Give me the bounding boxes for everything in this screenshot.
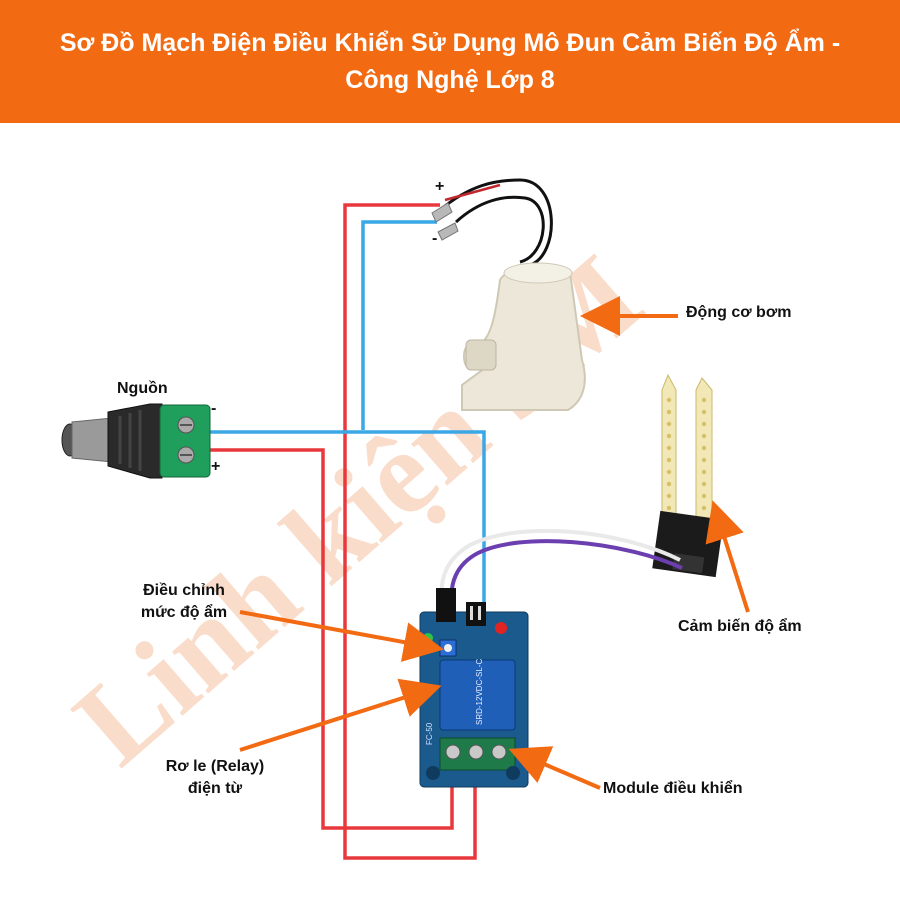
sensor-pad (701, 421, 707, 427)
board-code-text: FC-50 (425, 722, 434, 745)
arrow-adjust (239, 610, 444, 662)
arrow-module (508, 746, 601, 790)
sensor-pad (666, 481, 672, 487)
sensor-pad (701, 457, 707, 463)
sensor-pad (701, 433, 707, 439)
moisture-sensor (652, 373, 724, 578)
sensor-pad (701, 397, 707, 403)
sensor-wire-purple (449, 539, 683, 603)
sensor-pad (701, 409, 707, 415)
sensor-pad (701, 505, 707, 511)
callout-arrows (239, 296, 750, 790)
power-label: Nguồn (117, 380, 168, 397)
pump-motor (431, 178, 586, 411)
source-minus-sign: - (211, 400, 217, 417)
sensor-pad (666, 469, 672, 475)
pump-minus-sign: - (432, 230, 438, 247)
sensor-pad (666, 493, 672, 499)
title-line-1: Sơ Đồ Mạch Điện Điều Khiển Sử Dụng Mô Đu… (59, 28, 841, 57)
sensor-pad (666, 397, 672, 403)
sensor-pad (666, 421, 672, 427)
adjust-label-line-2: mức độ ẩm (140, 604, 228, 621)
adjust-label: Điều chỉnh mức độ ẩm (118, 580, 250, 624)
power-jack (61, 403, 211, 479)
adjust-label-line-1: Điều chỉnh (143, 582, 225, 599)
title-line-2: Công Nghệ Lớp 8 (345, 65, 555, 94)
sensor-pad (666, 505, 672, 511)
title-banner: Sơ Đồ Mạch Điện Điều Khiển Sử Dụng Mô Đu… (0, 0, 900, 123)
relay-label-line-1: Rơ le (Relay) (165, 758, 265, 775)
sensor-pad (701, 493, 707, 499)
module-label: Module điều khiển (603, 780, 743, 797)
positive-wire (205, 203, 477, 860)
sensor-pad (666, 409, 672, 415)
sensor-wire-white (439, 528, 681, 601)
relay-module: SRD-12VDC-SL-C FC-50 (419, 588, 529, 788)
sensor-pad (701, 481, 707, 487)
arrow-sensor (705, 500, 750, 613)
relay-label: Rơ le (Relay) điện từ (143, 756, 287, 800)
sensor-pad (666, 457, 672, 463)
sensor-label: Cảm biến độ ẩm (678, 618, 802, 635)
sensor-pad (701, 469, 707, 475)
relay-model-text: SRD-12VDC-SL-C (475, 659, 484, 725)
pump-label: Động cơ bơm (686, 304, 792, 321)
sensor-pad (666, 433, 672, 439)
arrow-relay (239, 678, 442, 752)
sensor-pad (666, 445, 672, 451)
pump-plus-sign: + (435, 178, 445, 195)
relay-label-line-2: điện từ (187, 780, 243, 797)
sensor-dots (666, 397, 707, 511)
sensor-pad (701, 445, 707, 451)
source-plus-sign: + (211, 458, 221, 475)
